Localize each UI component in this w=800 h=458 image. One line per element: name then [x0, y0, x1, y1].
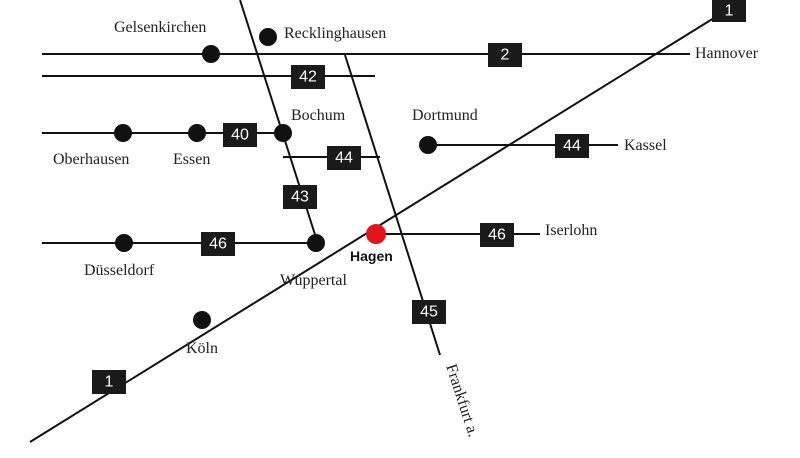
city-label-gelsenkirchen: Gelsenkirchen [114, 19, 206, 36]
svg-text:2: 2 [501, 47, 510, 64]
city-label-oberhausen: Oberhausen [53, 151, 129, 168]
city-label-bochum: Bochum [291, 107, 346, 124]
city-label-koeln: Köln [186, 340, 218, 357]
city-label-iserlohn: Iserlohn [545, 222, 597, 239]
motorway-badge-a1-top: 1 [712, 0, 746, 22]
city-dot-hagen [366, 224, 386, 244]
svg-text:43: 43 [291, 189, 309, 206]
city-label-wuppertal: Wuppertal [280, 272, 347, 289]
svg-text:1: 1 [105, 374, 114, 391]
svg-text:45: 45 [420, 304, 438, 321]
motorway-badge-a46-east: 46 [480, 223, 514, 247]
motorway-badge-a44-east: 44 [555, 134, 589, 158]
city-label-hannover: Hannover [695, 45, 759, 62]
motorway-badge-a45: 45 [412, 300, 446, 324]
direction-label-frankfurt: Frankfurt a. [442, 362, 482, 439]
city-dot-oberhausen [114, 124, 132, 142]
motorway-badge-a44-west: 44 [327, 146, 361, 170]
svg-text:46: 46 [488, 227, 506, 244]
svg-text:46: 46 [209, 236, 227, 253]
city-label-kassel: Kassel [624, 137, 667, 154]
city-dot-dortmund [419, 136, 437, 154]
motorway-badge-a42: 42 [291, 65, 325, 89]
city-dot-bochum [274, 124, 292, 142]
city-dot-wuppertal [307, 234, 325, 252]
city-dot-gelsenkirchen [202, 45, 220, 63]
city-label-hagen: Hagen [350, 248, 393, 264]
city-label-duesseldorf: Düsseldorf [84, 262, 155, 279]
city-dot-essen [188, 124, 206, 142]
motorway-badge-a46-west: 46 [201, 232, 235, 256]
svg-text:42: 42 [299, 69, 317, 86]
motorway-badge-a1-bottom: 1 [92, 370, 126, 394]
road-a1 [29, 4, 736, 443]
svg-text:44: 44 [335, 150, 353, 167]
svg-text:40: 40 [231, 127, 249, 144]
city-label-dortmund: Dortmund [412, 107, 478, 124]
motorway-badge-a40: 40 [223, 123, 257, 147]
svg-text:1: 1 [725, 3, 734, 20]
motorway-badge-a43: 43 [283, 185, 317, 209]
city-label-essen: Essen [173, 151, 210, 168]
city-label-recklinghausen: Recklinghausen [284, 25, 386, 42]
motorway-badge-a2: 2 [488, 43, 522, 67]
city-dot-koeln [193, 311, 211, 329]
city-dot-recklinghausen [259, 28, 277, 46]
city-dot-duesseldorf [115, 234, 133, 252]
svg-text:44: 44 [563, 138, 581, 155]
